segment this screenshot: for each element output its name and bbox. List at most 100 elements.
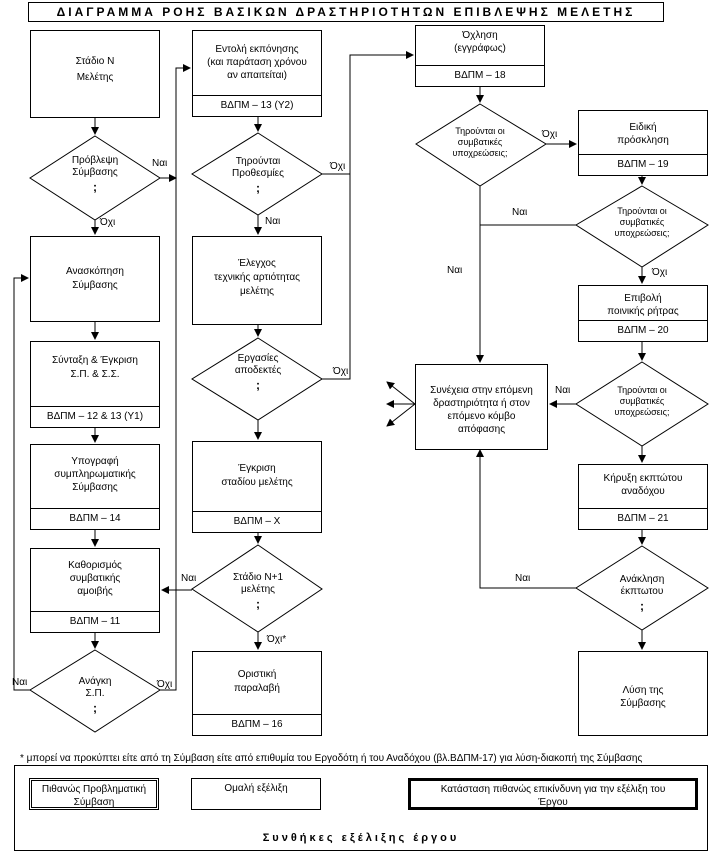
- decision-anagki-line1: Ανάγκη: [78, 676, 112, 687]
- box-eidiki-line1: Ειδική: [629, 122, 657, 133]
- box-anaskopisi-line1: Ανασκόπηση: [66, 266, 124, 277]
- label-provlepsi-ochi: Όχι: [100, 217, 116, 228]
- decision-ergasies-line2: αποδεκτές: [234, 365, 282, 376]
- legend-normal: Ομαλή εξέλιξη: [191, 778, 321, 810]
- box-entoli-line2: (και παράταση χρόνου: [207, 57, 307, 68]
- box-syntaxi-line2: Σ.Π. & Σ.Σ.: [70, 369, 120, 380]
- box-entoli: Εντολή εκπόνησης (και παράταση χρόνου αν…: [192, 30, 322, 117]
- decision-symv-2-line2: συμβατικές: [619, 217, 665, 227]
- decision-anagki-line3: ;: [93, 701, 97, 715]
- box-elegxos-line2: τεχνικής αρτιότητας: [214, 272, 300, 283]
- box-kiryxi-line1: Κήρυξη εκπτώτου: [603, 473, 683, 484]
- box-syntaxi-line1: Σύνταξη & Έγκριση: [52, 355, 138, 366]
- legend-title: Συνθήκες εξέλιξης έργου: [262, 832, 460, 844]
- box-ypografi-code: ΒΔΠΜ – 14: [31, 508, 159, 529]
- box-elegxos-line3: μελέτης: [239, 286, 274, 297]
- box-oristiki-line2: παραλαβή: [234, 683, 280, 694]
- legend-dangerous-line1: Κατάσταση πιθανώς επικίνδυνη για την εξέ…: [440, 784, 666, 795]
- box-egkrisi-code: ΒΔΠΜ – Χ: [193, 511, 321, 532]
- box-eidiki-code: ΒΔΠΜ – 19: [579, 154, 707, 175]
- box-oristiki-code: ΒΔΠΜ – 16: [193, 714, 321, 735]
- box-epivoli-code: ΒΔΠΜ – 20: [579, 320, 707, 341]
- label-symv-1-ochi: Όχι: [542, 129, 558, 140]
- label-symv-3-nai: Ναι: [555, 385, 571, 396]
- label-stadio-n1-nai: Ναι: [181, 573, 197, 584]
- box-synecheia-line3: επόμενο κόμβο: [447, 411, 516, 422]
- box-ochlisi: Όχληση (εγγράφως) ΒΔΠΜ – 18: [415, 25, 545, 87]
- label-symv-2-nai: Ναι: [512, 207, 528, 218]
- box-synecheia-line2: δραστηριότητα ή στον: [433, 398, 530, 409]
- box-lysi: Λύση της Σύμβασης: [578, 651, 708, 736]
- box-synecheia: Συνέχεια στην επόμενη δραστηριότητα ή στ…: [415, 364, 548, 450]
- decision-prothesmies-line1: Τηρούνται: [235, 156, 281, 167]
- decision-stadio-n1-line2: μελέτης: [240, 584, 275, 595]
- decision-symv-3-text: Τηρούνται οι συμβατικές υποχρεώσεις;: [592, 385, 692, 418]
- decision-symv-1-line3: υποχρεώσεις;: [452, 148, 508, 158]
- label-prothesmies-ochi: Όχι: [330, 161, 346, 172]
- box-eidiki: Ειδική πρόσκληση ΒΔΠΜ – 19: [578, 110, 708, 176]
- footnote: * μπορεί να προκύπτει είτε από τη Σύμβασ…: [20, 753, 643, 764]
- decision-symv-2-line3: υποχρεώσεις;: [614, 228, 670, 238]
- label-anaklisi-nai: Ναι: [515, 573, 531, 584]
- box-oristiki: Οριστική παραλαβή ΒΔΠΜ – 16: [192, 651, 322, 736]
- decision-prothesmies-line2: Προθεσμίες: [232, 168, 284, 179]
- decision-anaklisi-line3: ;: [640, 599, 644, 613]
- box-lysi-line2: Σύμβασης: [620, 698, 666, 709]
- box-kiryxi-line2: αναδόχου: [621, 486, 665, 497]
- decision-provlepsi-line3: ;: [93, 180, 97, 194]
- decision-provlepsi-line1: Πρόβλεψη: [71, 155, 119, 166]
- box-kathorismos: Καθορισμός συμβατικής αμοιβής ΒΔΠΜ – 11: [30, 548, 160, 633]
- box-kathorismos-code: ΒΔΠΜ – 11: [31, 611, 159, 632]
- decision-symv-3-line2: συμβατικές: [619, 396, 665, 406]
- decision-stadio-n1-line1: Στάδιο Ν+1: [232, 572, 284, 583]
- decision-anagki: [29, 649, 161, 733]
- page-title: ΔΙΑΓΡΑΜΜΑ ΡΟΗΣ ΒΑΣΙΚΩΝ ΔΡΑΣΤΗΡΙΟΤΗΤΩΝ ΕΠ…: [28, 2, 664, 22]
- box-anaskopisi: Ανασκόπηση Σύμβασης: [30, 236, 160, 322]
- decision-symv-1-line1: Τηρούνται οι: [455, 126, 505, 136]
- box-kathorismos-line3: αμοιβής: [77, 586, 113, 597]
- box-ypografi-line2: συμπληρωματικής: [54, 469, 136, 480]
- label-ergasies-ochi: Όχι: [333, 366, 349, 377]
- box-elegxos: Έλεγχος τεχνικής αρτιότητας μελέτης: [192, 236, 322, 325]
- decision-anagki-line2: Σ.Π.: [85, 688, 105, 699]
- box-entoli-line1: Εντολή εκπόνησης: [215, 44, 299, 55]
- box-kiryxi-code: ΒΔΠΜ – 21: [579, 508, 707, 529]
- box-syntaxi: Σύνταξη & Έγκριση Σ.Π. & Σ.Σ. ΒΔΠΜ – 12 …: [30, 341, 160, 428]
- box-synecheia-line1: Συνέχεια στην επόμενη: [430, 385, 533, 396]
- box-stadio: Στάδιο Ν Μελέτης: [30, 30, 160, 118]
- legend-problematic-line1: Πιθανώς Προβληματική: [41, 784, 147, 795]
- box-stadio-line1: Στάδιο Ν: [75, 56, 115, 67]
- decision-provlepsi-line2: Σύμβασης: [72, 167, 118, 178]
- box-synecheia-line4: απόφασης: [457, 424, 506, 435]
- box-elegxos-line1: Έλεγχος: [238, 258, 276, 269]
- box-lysi-line1: Λύση της: [622, 685, 664, 696]
- decision-anagki-text: Ανάγκη Σ.Π. ;: [45, 676, 145, 714]
- box-ypografi: Υπογραφή συμπληρωματικής Σύμβασης ΒΔΠΜ –…: [30, 444, 160, 530]
- box-eidiki-line2: πρόσκληση: [617, 135, 669, 146]
- box-entoli-code: ΒΔΠΜ – 13 (Υ2): [193, 95, 321, 116]
- decision-stadio-n1-text: Στάδιο Ν+1 μελέτης ;: [208, 572, 308, 610]
- label-stadio-n1-ochi: Όχι*: [267, 634, 287, 645]
- box-egkrisi-line1: Έγκριση: [238, 463, 276, 474]
- decision-anaklisi-text: Ανάκληση έκπτωτου ;: [592, 574, 692, 612]
- decision-ergasies-line1: Εργασίες: [237, 353, 279, 364]
- box-anaskopisi-line2: Σύμβασης: [72, 280, 118, 291]
- label-provlepsi-nai: Ναι: [152, 158, 168, 169]
- decision-ergasies-line3: ;: [256, 378, 260, 392]
- box-ochlisi-line2: (εγγράφως): [454, 43, 506, 54]
- legend-dangerous: Κατάσταση πιθανώς επικίνδυνη για την εξέ…: [408, 778, 698, 810]
- box-ochlisi-line1: Όχληση: [462, 30, 498, 41]
- decision-symv-2-text: Τηρούνται οι συμβατικές υποχρεώσεις;: [592, 206, 692, 239]
- legend: Πιθανώς Προβληματική Σύμβαση Ομαλή εξέλι…: [14, 765, 708, 851]
- label-prothesmies-nai: Ναι: [265, 216, 281, 227]
- legend-problematic-line2: Σύμβαση: [73, 797, 115, 808]
- decision-symv-1-line2: συμβατικές: [457, 137, 503, 147]
- label-symv-1-nai: Ναι: [447, 265, 463, 276]
- box-epivoli-line2: ποινικής ρήτρας: [607, 306, 679, 317]
- decision-symv-1-text: Τηρούνται οι συμβατικές υποχρεώσεις;: [430, 126, 530, 159]
- legend-problematic: Πιθανώς Προβληματική Σύμβαση: [29, 778, 159, 810]
- box-ypografi-line3: Σύμβασης: [72, 482, 118, 493]
- box-kathorismos-line1: Καθορισμός: [68, 560, 122, 571]
- decision-prothesmies-text: Τηρούνται Προθεσμίες ;: [208, 156, 308, 194]
